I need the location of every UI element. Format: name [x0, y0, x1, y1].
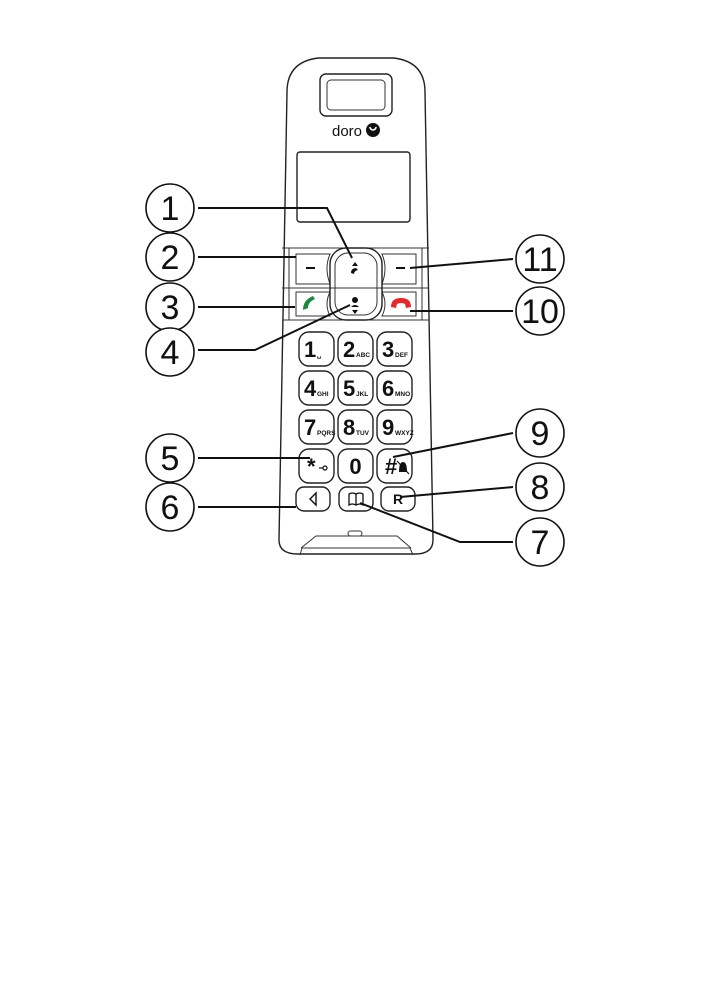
speaker-icon — [310, 493, 316, 505]
callout-7-label: 7 — [531, 524, 550, 562]
right-soft-key[interactable] — [382, 254, 416, 284]
earpiece — [320, 74, 392, 116]
callout-1-label: 1 — [161, 190, 180, 228]
key-nine-digit: 9 — [382, 415, 394, 440]
left-soft-key[interactable] — [296, 254, 330, 284]
callout-3-label: 3 — [161, 289, 180, 327]
callout-3: 3 — [146, 283, 194, 331]
callout-5-label: 5 — [161, 440, 180, 478]
key-star[interactable]: * — [299, 449, 334, 483]
leader-8 — [400, 487, 513, 497]
brand-name: doro — [332, 123, 362, 140]
key-hash-digit: # — [385, 454, 397, 479]
r-key[interactable]: R — [381, 487, 415, 511]
key-nine-letters: WXYZ — [395, 430, 414, 437]
callout-9: 9 — [516, 409, 564, 457]
callout-6-label: 6 — [161, 489, 180, 527]
microphone — [348, 531, 362, 536]
callout-10-label: 10 — [521, 293, 559, 331]
callout-5: 5 — [146, 434, 194, 482]
key-lock-icon — [319, 466, 327, 470]
speaker-key[interactable] — [296, 487, 330, 511]
key-four-letters: GHI — [317, 391, 329, 398]
end-call-icon — [391, 298, 411, 308]
key-one-digit: 1 — [304, 337, 316, 362]
callout-2-label: 2 — [161, 239, 180, 277]
key-two-letters: ABC — [356, 352, 370, 359]
leader-11 — [410, 259, 513, 268]
callout-11-label: 11 — [522, 241, 557, 279]
callout-10: 10 — [516, 287, 564, 335]
key-three-letters: DEF — [395, 352, 408, 359]
key-seven-letters: PQRS — [317, 430, 336, 437]
r-key-label: R — [393, 491, 403, 507]
leader-1 — [198, 208, 352, 258]
callout-9-label: 9 — [531, 415, 550, 453]
callout-11: 11 — [516, 235, 564, 283]
key-three-digit: 3 — [382, 337, 394, 362]
key-six-digit: 6 — [382, 376, 394, 401]
key-four-digit: 4 — [304, 376, 317, 401]
callout-8: 8 — [516, 463, 564, 511]
key-six-letters: MNO — [395, 391, 410, 398]
leader-4 — [198, 305, 350, 350]
callout-7: 7 — [516, 518, 564, 566]
key-zero[interactable]: 0 — [338, 449, 373, 483]
key-zero-digit: 0 — [349, 454, 361, 479]
callout-4-label: 4 — [161, 334, 180, 372]
end-call-key[interactable] — [382, 292, 416, 316]
key-eight-digit: 8 — [343, 415, 355, 440]
key-one[interactable]: 1␣ — [299, 332, 334, 366]
phonebook-key[interactable] — [339, 487, 373, 511]
key-eight-letters: TUV — [356, 430, 370, 437]
leader-lines — [198, 208, 513, 542]
callout-8-label: 8 — [531, 469, 550, 507]
navigation-key[interactable] — [330, 248, 382, 320]
key-five-digit: 5 — [343, 376, 355, 401]
key-seven-digit: 7 — [304, 415, 316, 440]
nav-down-icon — [351, 297, 359, 314]
key-two-digit: 2 — [343, 337, 355, 362]
callout-2: 2 — [146, 233, 194, 281]
display-screen — [297, 152, 410, 222]
brand-logo: doro — [332, 123, 380, 140]
callout-4: 4 — [146, 328, 194, 376]
callout-1: 1 — [146, 184, 194, 232]
callout-6: 6 — [146, 483, 194, 531]
mute-bell-icon — [397, 461, 409, 474]
call-handset-icon — [303, 296, 315, 310]
key-five-letters: JKL — [356, 391, 368, 398]
nav-up-icon — [351, 262, 358, 274]
call-key[interactable] — [296, 292, 330, 316]
key-one-letters: ␣ — [317, 352, 322, 359]
